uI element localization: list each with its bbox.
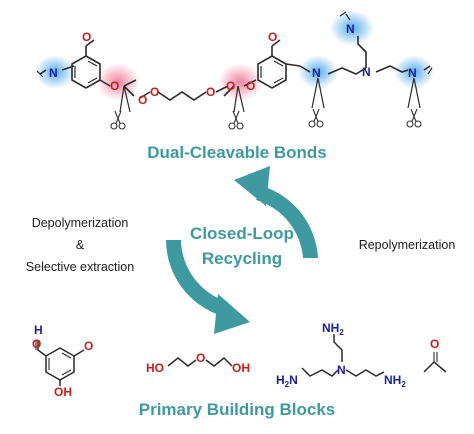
scissors-icon (228, 110, 244, 130)
scissors-icon (308, 108, 324, 128)
tren-NH2-right: NH2 (384, 373, 406, 389)
cycle-label-line1: Closed-Loop (190, 224, 294, 243)
atom-N-left: N (49, 66, 58, 80)
glycol-O: O (196, 351, 205, 365)
atom-N-tertiary: N (362, 65, 371, 79)
imine-highlight-left (35, 55, 75, 89)
recycle-arrows (166, 166, 318, 334)
glycol-OH: OH (232, 361, 250, 375)
vanillin-OH: OH (54, 385, 72, 399)
atom-O-methoxy-right: O (268, 30, 277, 44)
glycol-HO: HO (146, 361, 164, 375)
atom-O-acetal-2: O (138, 93, 147, 107)
scissors-icon (406, 108, 422, 128)
title-dual-cleavable-bonds: Dual-Cleavable Bonds (147, 143, 327, 162)
atom-N-right: N (408, 66, 417, 80)
polymer-structure (35, 10, 434, 113)
atom-O-acetal-1: O (110, 79, 119, 93)
label-ampersand: & (75, 238, 85, 252)
cycle-label-line2: Recycling (201, 249, 283, 268)
scissors-icon (110, 110, 126, 130)
atom-O-glycol-2: O (206, 85, 215, 99)
title-primary-building-blocks: Primary Building Blocks (138, 400, 336, 419)
atom-O-acetal-3: O (226, 79, 235, 93)
tren-structure (301, 334, 385, 377)
arrow-lower-left (166, 240, 228, 316)
vanillin-O-aldehyde: O (32, 337, 41, 351)
cleavage-markers (110, 108, 422, 130)
acetaldehyde-structure (423, 352, 447, 373)
arrow-head-lower (214, 294, 250, 334)
tren-H2N-left: H2N (276, 373, 298, 389)
arrow-upper-right (256, 186, 318, 258)
acetaldehyde-O: O (430, 337, 439, 351)
arrow-head-upper (234, 166, 270, 206)
glycol-structure (167, 356, 233, 367)
atom-N-mid: N (312, 66, 321, 80)
label-selective-extraction: Selective extraction (25, 260, 135, 274)
atom-N-top: N (346, 22, 355, 36)
atom-O-acetal-4: O (246, 79, 255, 93)
vanillin-O-methoxy: O (84, 339, 93, 353)
label-repolymerization: Repolymerization (358, 238, 456, 252)
vanillin-structure (35, 340, 85, 386)
vanillin-H: H (34, 323, 43, 337)
imine-highlight-right (394, 55, 434, 89)
atom-O-methoxy-left: O (82, 30, 91, 44)
label-depolymerization: Depolymerization (31, 216, 129, 230)
tren-NH2-top: NH2 (322, 321, 344, 337)
atom-O-glycol-1: O (150, 85, 159, 99)
imine-highlight-top (330, 10, 374, 46)
tren-N-center: N (337, 363, 346, 377)
imine-highlight-mid (298, 55, 338, 89)
